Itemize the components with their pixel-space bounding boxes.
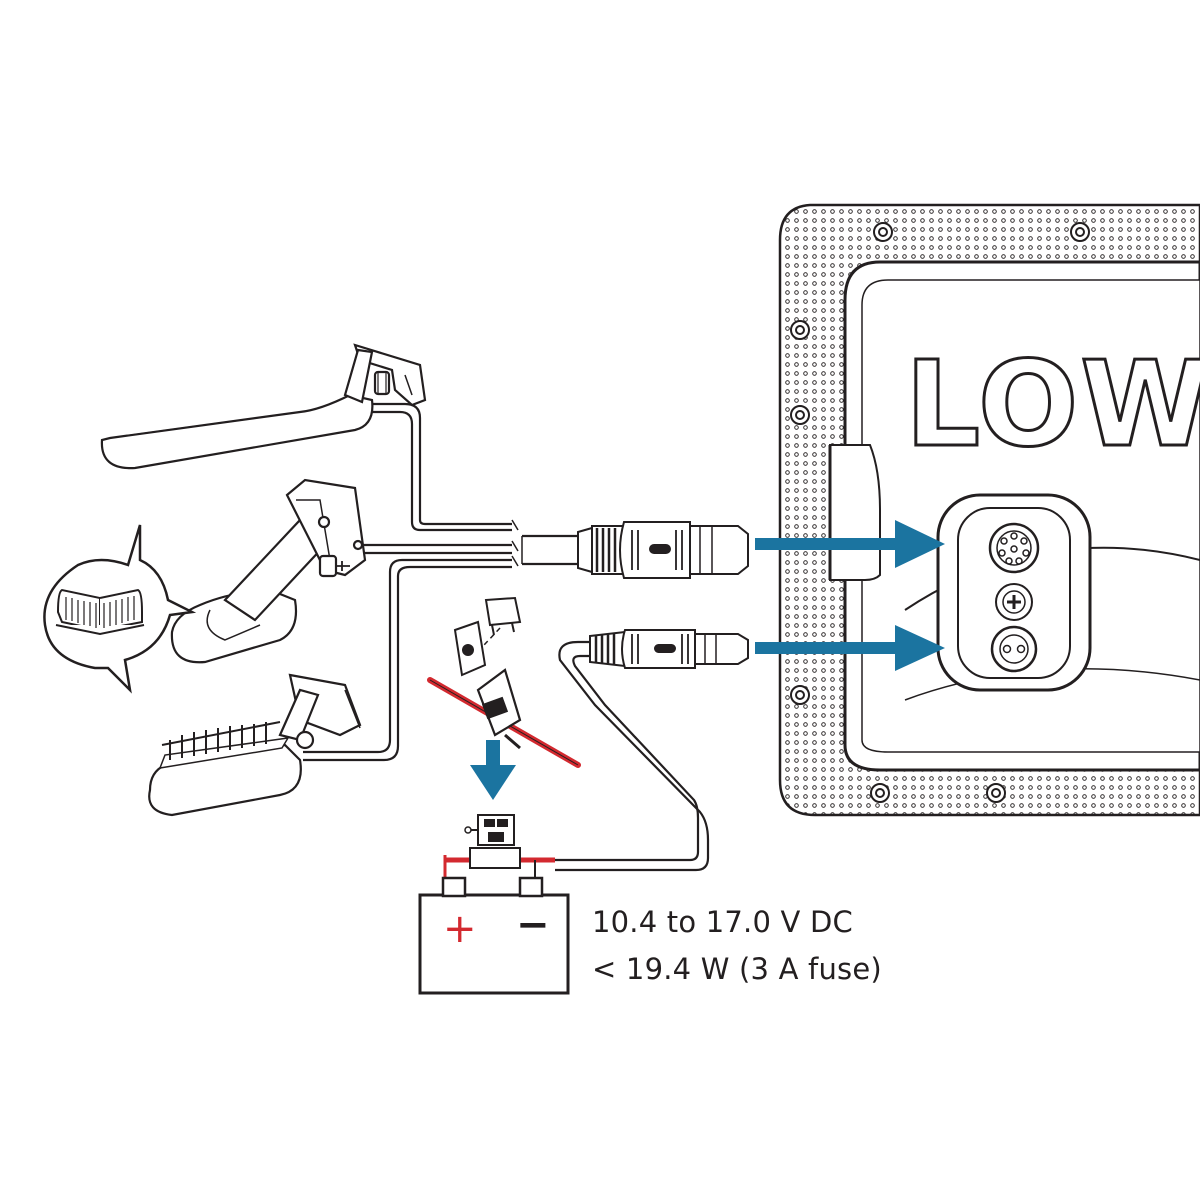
connector-icon: [577, 521, 749, 579]
transom-transducer-bottom: [148, 673, 362, 817]
transom-transducer-middle: [170, 478, 367, 664]
power-port: [990, 625, 1038, 673]
fuse-icon: [427, 596, 581, 768]
power-connector-icon: [589, 629, 749, 669]
inline-fuse-icon: [443, 814, 555, 880]
cross-screw-icon: [995, 583, 1033, 621]
manual-book-icon: [43, 524, 197, 694]
transom-transducer-top: [100, 343, 427, 470]
arrow-icon: [470, 520, 945, 800]
voltage-spec: 10.4 to 17.0 V DC: [592, 905, 853, 939]
sonar-connection-arrow: [755, 520, 945, 568]
battery-icon: + −: [418, 860, 570, 995]
power-spec: < 19.4 W (3 A fuse): [592, 952, 882, 986]
positive-terminal-symbol: +: [443, 906, 477, 952]
power-connection-arrow: [755, 625, 945, 671]
display-unit: LOW: [778, 203, 1200, 817]
fuse-insert-arrow: [470, 740, 516, 800]
transducer-icon: [100, 343, 427, 817]
screw-icon: [790, 222, 1090, 803]
negative-terminal-symbol: −: [516, 902, 550, 948]
connector-panel: [936, 493, 1092, 692]
sonar-port: [988, 522, 1040, 574]
cables: [303, 402, 710, 872]
brand-logo: LOW: [905, 335, 1200, 473]
